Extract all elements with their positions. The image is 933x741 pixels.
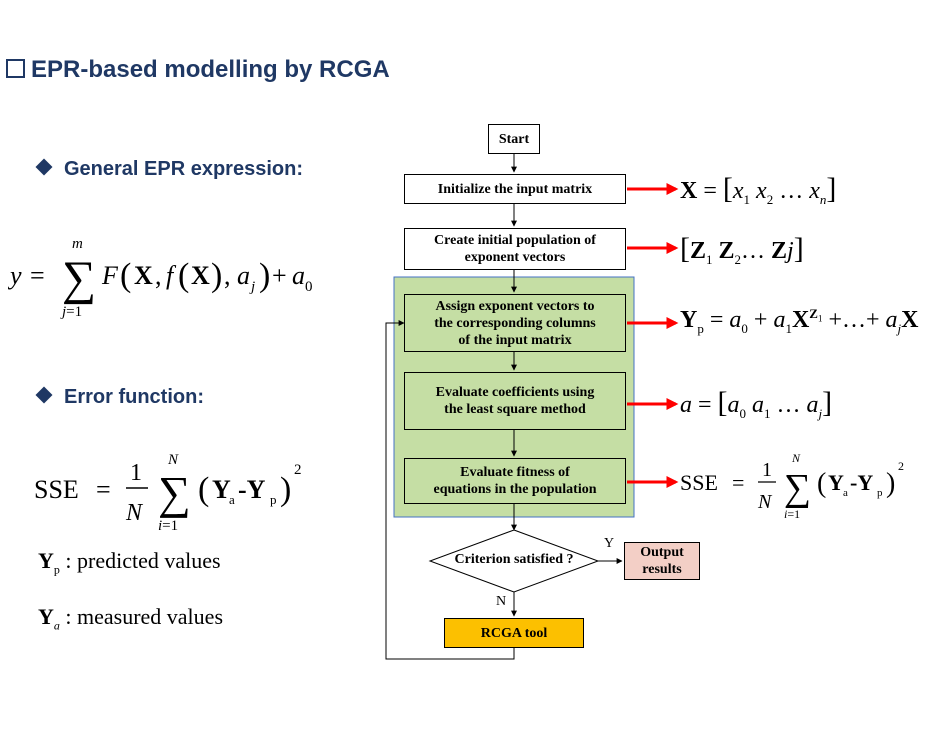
svg-text:=: = — [96, 475, 111, 504]
svg-text:f: f — [166, 261, 177, 290]
svg-text:X: X — [191, 261, 210, 290]
no-label: N — [496, 594, 507, 609]
svg-text:): ) — [211, 257, 222, 294]
evaluate-fitness-node: Evaluate fitness of equations in the pop… — [404, 458, 626, 504]
svg-text:i=1: i=1 — [784, 507, 800, 521]
svg-text:(: ( — [120, 257, 131, 294]
epr-expression-formula: y = ∑ m j=1 F ( X , f ( X ) , a j ) + a … — [8, 236, 313, 320]
output-results-node: Output results — [624, 542, 700, 580]
svg-text:2: 2 — [898, 459, 904, 473]
svg-text:i=1: i=1 — [158, 518, 178, 534]
svg-text:∑: ∑ — [158, 467, 191, 518]
svg-text:j=1: j=1 — [60, 304, 82, 320]
yes-label: Y — [604, 536, 615, 551]
criterion-label: Criterion satisfied ? — [454, 552, 574, 567]
create-population-node: Create initial population of exponent ve… — [404, 228, 626, 270]
svg-text:N: N — [791, 451, 801, 465]
svg-text:a: a — [237, 261, 250, 290]
page-title: EPR-based modelling by RCGA — [6, 56, 390, 84]
svg-text:-Y: -Y — [850, 470, 873, 495]
coefficients-equation: a = [a0 a1 … aj] — [680, 386, 833, 421]
input-matrix-equation: X = [x1 x2 … xn] — [680, 172, 837, 207]
svg-text:Y: Y — [212, 475, 231, 504]
svg-text:X: X — [134, 261, 153, 290]
svg-text:1: 1 — [130, 460, 142, 486]
svg-text:Y: Y — [828, 470, 844, 495]
svg-text:=: = — [30, 261, 45, 290]
svg-text:p: p — [270, 492, 277, 507]
svg-text:F: F — [101, 261, 119, 290]
svg-text:(: ( — [817, 468, 826, 499]
general-epr-heading: General EPR expression: — [35, 158, 303, 181]
svg-text:1: 1 — [762, 459, 772, 481]
svg-text:): ) — [886, 468, 895, 499]
svg-text:(: ( — [198, 471, 209, 508]
svg-text:(: ( — [178, 257, 189, 294]
checkbox-icon — [6, 59, 25, 78]
initialize-matrix-node: Initialize the input matrix — [404, 174, 626, 204]
evaluate-coefficients-node: Evaluate coefficients using the least sq… — [404, 372, 626, 430]
svg-text:N: N — [167, 452, 179, 468]
svg-text:): ) — [259, 257, 270, 294]
svg-text:y: y — [8, 261, 22, 290]
svg-text:,: , — [155, 261, 162, 290]
svg-text:SSE: SSE — [34, 475, 79, 504]
svg-text:,: , — [224, 261, 231, 290]
svg-text:∑: ∑ — [62, 252, 96, 305]
sse-formula-right: SSE = 1 N ∑ N i=1 ( Y a -Y p ) 2 — [680, 451, 904, 521]
svg-text:a: a — [292, 261, 305, 290]
svg-text:SSE: SSE — [680, 470, 718, 495]
svg-text:+: + — [272, 261, 287, 290]
svg-text:-Y: -Y — [238, 475, 266, 504]
yp-legend: Yp : predicted values — [38, 548, 221, 577]
start-node: Start — [488, 124, 540, 154]
ya-legend: Ya : measured values — [38, 604, 223, 633]
svg-text:2: 2 — [294, 462, 302, 478]
svg-text:0: 0 — [305, 279, 313, 295]
svg-text:j: j — [249, 279, 255, 295]
svg-text:): ) — [280, 471, 291, 508]
svg-text:∑: ∑ — [784, 467, 811, 509]
svg-text:a: a — [843, 487, 848, 499]
sse-formula-left: SSE = 1 N ∑ N i=1 ( Y a -Y p ) 2 — [34, 452, 302, 534]
svg-text:=: = — [732, 470, 744, 495]
prediction-equation: Yp = a0 + a1XZ1 +…+ ajX — [680, 306, 919, 336]
criterion-diamond — [428, 529, 600, 593]
error-function-heading: Error function: — [35, 386, 204, 409]
assign-exponent-node: Assign exponent vectors to the correspon… — [404, 294, 626, 352]
svg-text:m: m — [72, 236, 83, 252]
exponent-vectors-equation: [Z1 Z2… Zj] — [680, 232, 804, 267]
svg-text:p: p — [877, 487, 883, 499]
rcga-tool-node: RCGA tool — [444, 618, 584, 648]
svg-text:N: N — [125, 500, 144, 526]
svg-text:N: N — [757, 491, 773, 513]
svg-text:a: a — [229, 492, 235, 507]
